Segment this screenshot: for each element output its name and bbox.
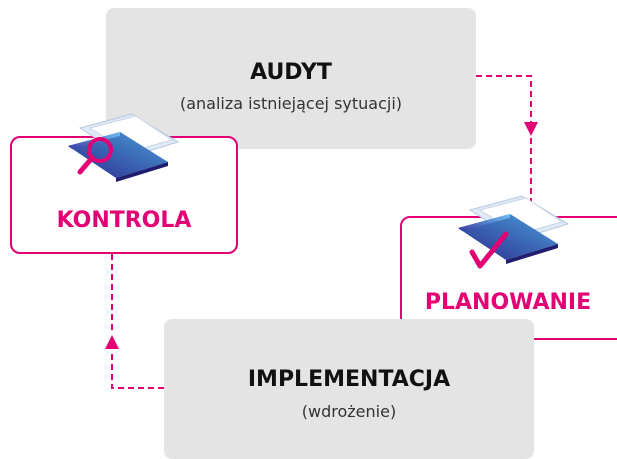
implementacja-title: IMPLEMENTACJA	[247, 367, 451, 392]
arrowhead-up	[105, 335, 119, 349]
folder-magnifier-icon	[50, 106, 190, 196]
kontrola-title: KONTROLA	[56, 208, 192, 233]
audyt-subtitle: (analiza istniejącej sytuacji)	[179, 94, 403, 113]
audyt-title: AUDYT	[250, 60, 332, 85]
arrowhead-down	[524, 122, 538, 136]
folder-checkmark-icon	[440, 190, 580, 280]
implementacja-box: IMPLEMENTACJA (wdrożenie)	[164, 319, 534, 459]
audyt-box: AUDYT (analiza istniejącej sytuacji)	[106, 8, 476, 149]
implementacja-subtitle: (wdrożenie)	[301, 402, 397, 421]
connector-audyt-to-planowanie	[476, 75, 532, 122]
planowanie-title: PLANOWANIE	[424, 290, 592, 315]
connector-implementacja-to-kontrola	[111, 350, 164, 389]
